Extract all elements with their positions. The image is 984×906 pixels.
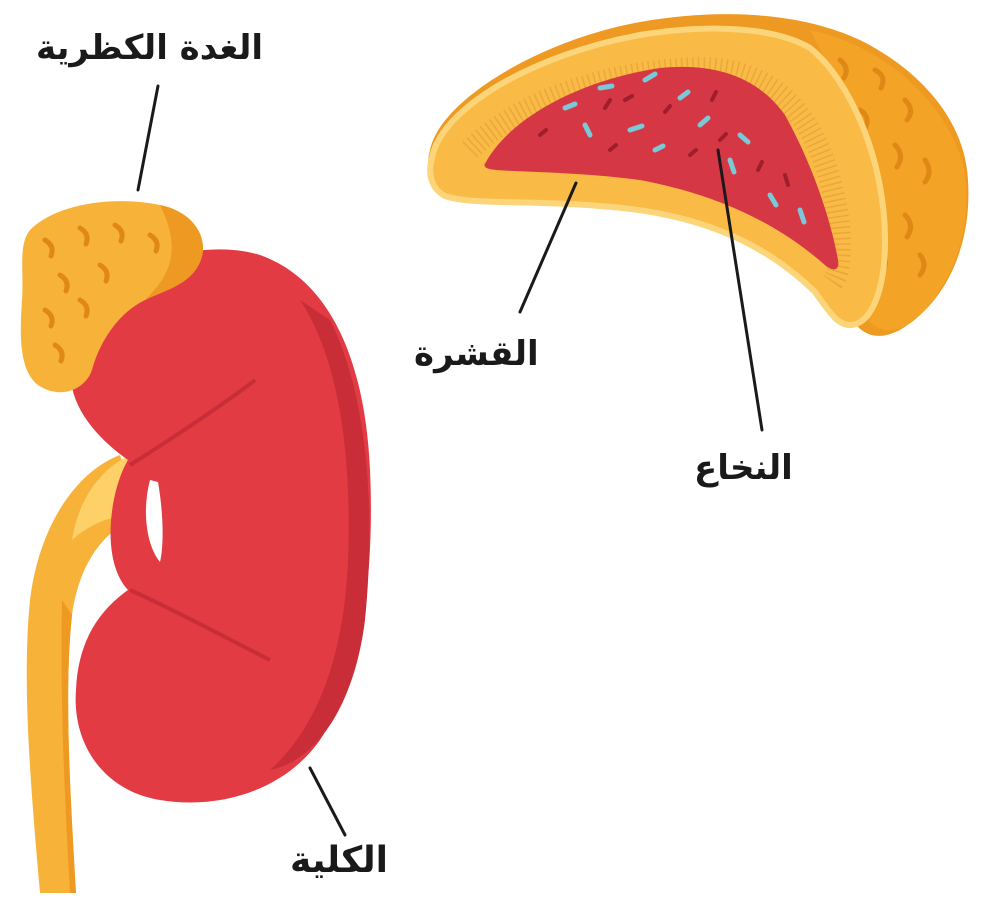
adrenal-cross-section [428,14,968,336]
leader-line-kidney [310,768,345,835]
label-cortex: القشرة [414,334,539,374]
label-kidney: الكلية [290,840,388,881]
kidney-with-adrenal [21,201,371,893]
label-adrenal-gland: الغدة الكظرية [36,28,263,68]
leader-line-adrenal [138,86,158,190]
label-medulla: النخاع [694,448,793,488]
